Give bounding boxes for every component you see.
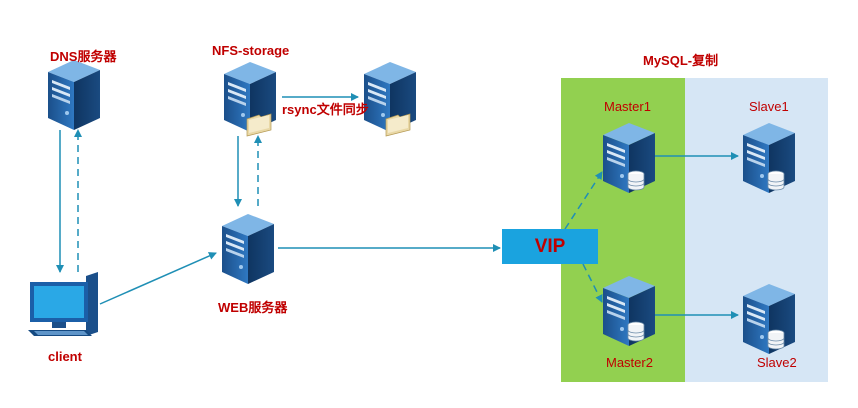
slave1-label: Slave1 xyxy=(749,99,789,114)
slave2-label: Slave2 xyxy=(757,355,797,370)
slave1-server-icon xyxy=(743,123,795,193)
rsync-label: rsync文件同步 xyxy=(282,102,369,117)
web-server-icon xyxy=(222,214,274,284)
nfs-label: NFS-storage xyxy=(212,43,290,58)
vip-label: VIP xyxy=(534,235,566,257)
master1-server-icon xyxy=(603,123,655,193)
dns-label: DNS服务器 xyxy=(50,49,117,64)
master2-label: Master2 xyxy=(606,355,653,370)
nfs-server-icon xyxy=(224,62,276,137)
slave2-server-icon xyxy=(743,284,795,354)
rsync-target-server-icon xyxy=(364,62,416,137)
client-label: client xyxy=(48,349,82,364)
client-computer-icon xyxy=(28,272,98,336)
dns-server-icon xyxy=(48,60,100,130)
connectors xyxy=(56,93,739,319)
master1-label: Master1 xyxy=(604,99,651,114)
vip-box: VIP xyxy=(502,229,598,264)
web-label: WEB服务器 xyxy=(218,300,288,315)
diagram-title: MySQL-复制 xyxy=(643,53,719,68)
edge-client-to-web xyxy=(99,252,217,305)
master2-server-icon xyxy=(603,276,655,346)
